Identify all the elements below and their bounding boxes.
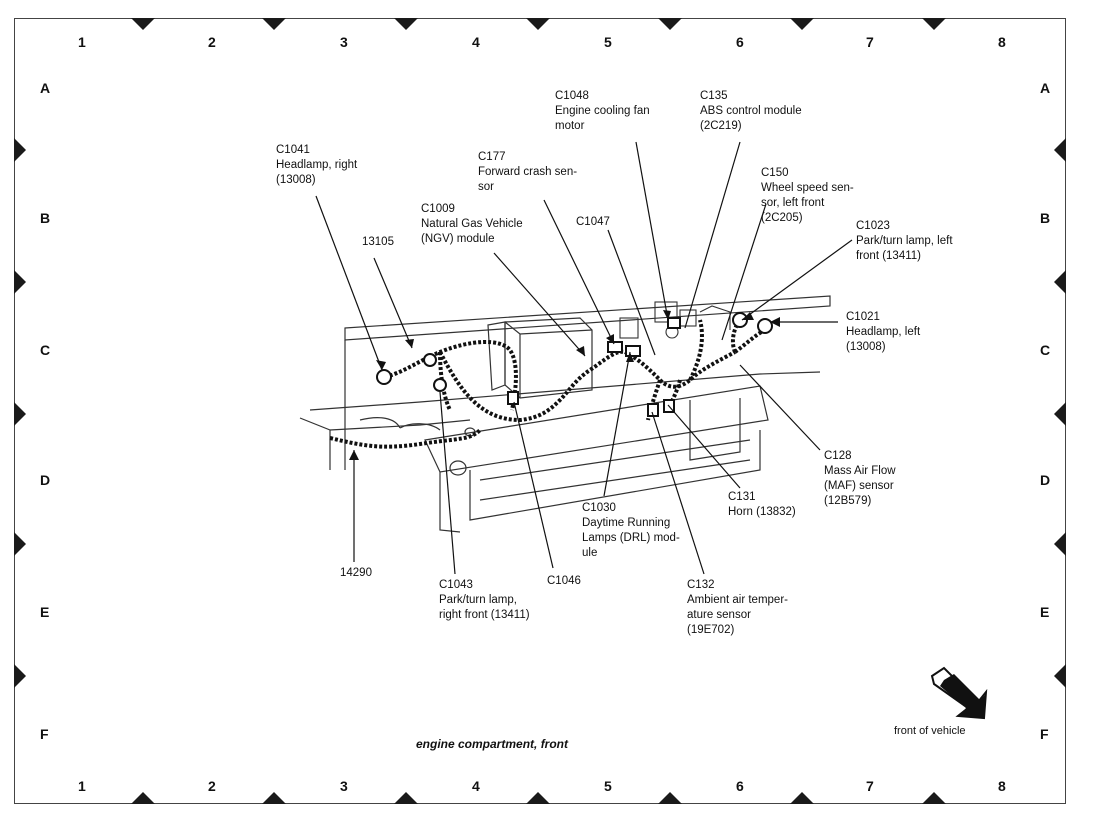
callout-c1021: C1021 Headlamp, left (13008) xyxy=(846,311,921,353)
callout-c1048: C1048 Engine cooling fan motor xyxy=(555,90,650,132)
grid-col-7-top: 7 xyxy=(866,34,874,50)
callout-c132: C132 Ambient air temper- ature sensor (1… xyxy=(687,579,788,636)
grid-col-6-bottom: 6 xyxy=(736,778,744,794)
grid-row-a-left: A xyxy=(40,80,51,96)
grid-col-8-top: 8 xyxy=(998,34,1006,50)
grid-row-c-left: C xyxy=(40,342,51,358)
engine-components xyxy=(619,301,731,339)
grid-row-b-right: B xyxy=(1040,210,1051,226)
front-of-vehicle-label: front of vehicle xyxy=(894,725,966,737)
callout-c1009: C1009 Natural Gas Vehicle (NGV) module xyxy=(421,203,523,245)
callout-13105: 13105 xyxy=(362,236,394,248)
diagram-caption: engine compartment, front xyxy=(416,737,569,751)
grid-col-5-bottom: 5 xyxy=(604,778,612,794)
grid-col-2-bottom: 2 xyxy=(208,778,216,794)
grid-col-6-top: 6 xyxy=(736,34,744,50)
grid-col-1-bottom: 1 xyxy=(78,778,86,794)
callout-c1047: C1047 xyxy=(576,216,610,228)
leader-lines xyxy=(315,141,853,575)
radiator-support xyxy=(299,295,831,533)
wiring-harness xyxy=(329,318,766,449)
callout-14290: 14290 xyxy=(340,567,372,579)
grid-row-e-left: E xyxy=(40,604,50,620)
callout-c1023: C1023 Park/turn lamp, left front (13411) xyxy=(856,220,953,262)
grid-row-d-left: D xyxy=(40,472,51,488)
callout-c1043: C1043 Park/turn lamp, right front (13411… xyxy=(439,579,530,621)
callout-c150: C150 Wheel speed sen- sor, left front (2… xyxy=(761,167,854,224)
callout-c1041: C1041 Headlamp, right (13008) xyxy=(276,144,358,186)
grid-row-c-right: C xyxy=(1040,342,1051,358)
callout-c131: C131 Horn (13832) xyxy=(728,491,796,518)
grid-markers xyxy=(14,18,1066,804)
callout-c1030: C1030 Daytime Running Lamps (DRL) mod- u… xyxy=(582,502,680,559)
callout-c135: C135 ABS control module (2C219) xyxy=(700,90,802,132)
grid-col-1-top: 1 xyxy=(78,34,86,50)
leader-arrowheads xyxy=(349,310,780,460)
ngv-module-box xyxy=(487,317,593,399)
grid-row-e-right: E xyxy=(1040,604,1050,620)
grid-col-5-top: 5 xyxy=(604,34,612,50)
grid-col-3-top: 3 xyxy=(340,34,348,50)
grid-row-d-right: D xyxy=(1040,472,1051,488)
callout-c177: C177 Forward crash sen- sor xyxy=(478,151,578,193)
front-of-vehicle-arrow-icon xyxy=(930,666,988,720)
grid-row-f-right: F xyxy=(1040,726,1049,742)
grid-col-2-top: 2 xyxy=(208,34,216,50)
grid-row-b-left: B xyxy=(40,210,51,226)
grid-col-7-bottom: 7 xyxy=(866,778,874,794)
grid-col-8-bottom: 8 xyxy=(998,778,1006,794)
grid-col-3-bottom: 3 xyxy=(340,778,348,794)
grid-row-a-right: A xyxy=(1040,80,1051,96)
grid-col-4-bottom: 4 xyxy=(472,778,480,794)
callout-c128: C128 Mass Air Flow (MAF) sensor (12B579) xyxy=(824,450,896,507)
grid-row-f-left: F xyxy=(40,726,49,742)
callout-c1046: C1046 xyxy=(547,575,581,587)
grid-col-4-top: 4 xyxy=(472,34,480,50)
